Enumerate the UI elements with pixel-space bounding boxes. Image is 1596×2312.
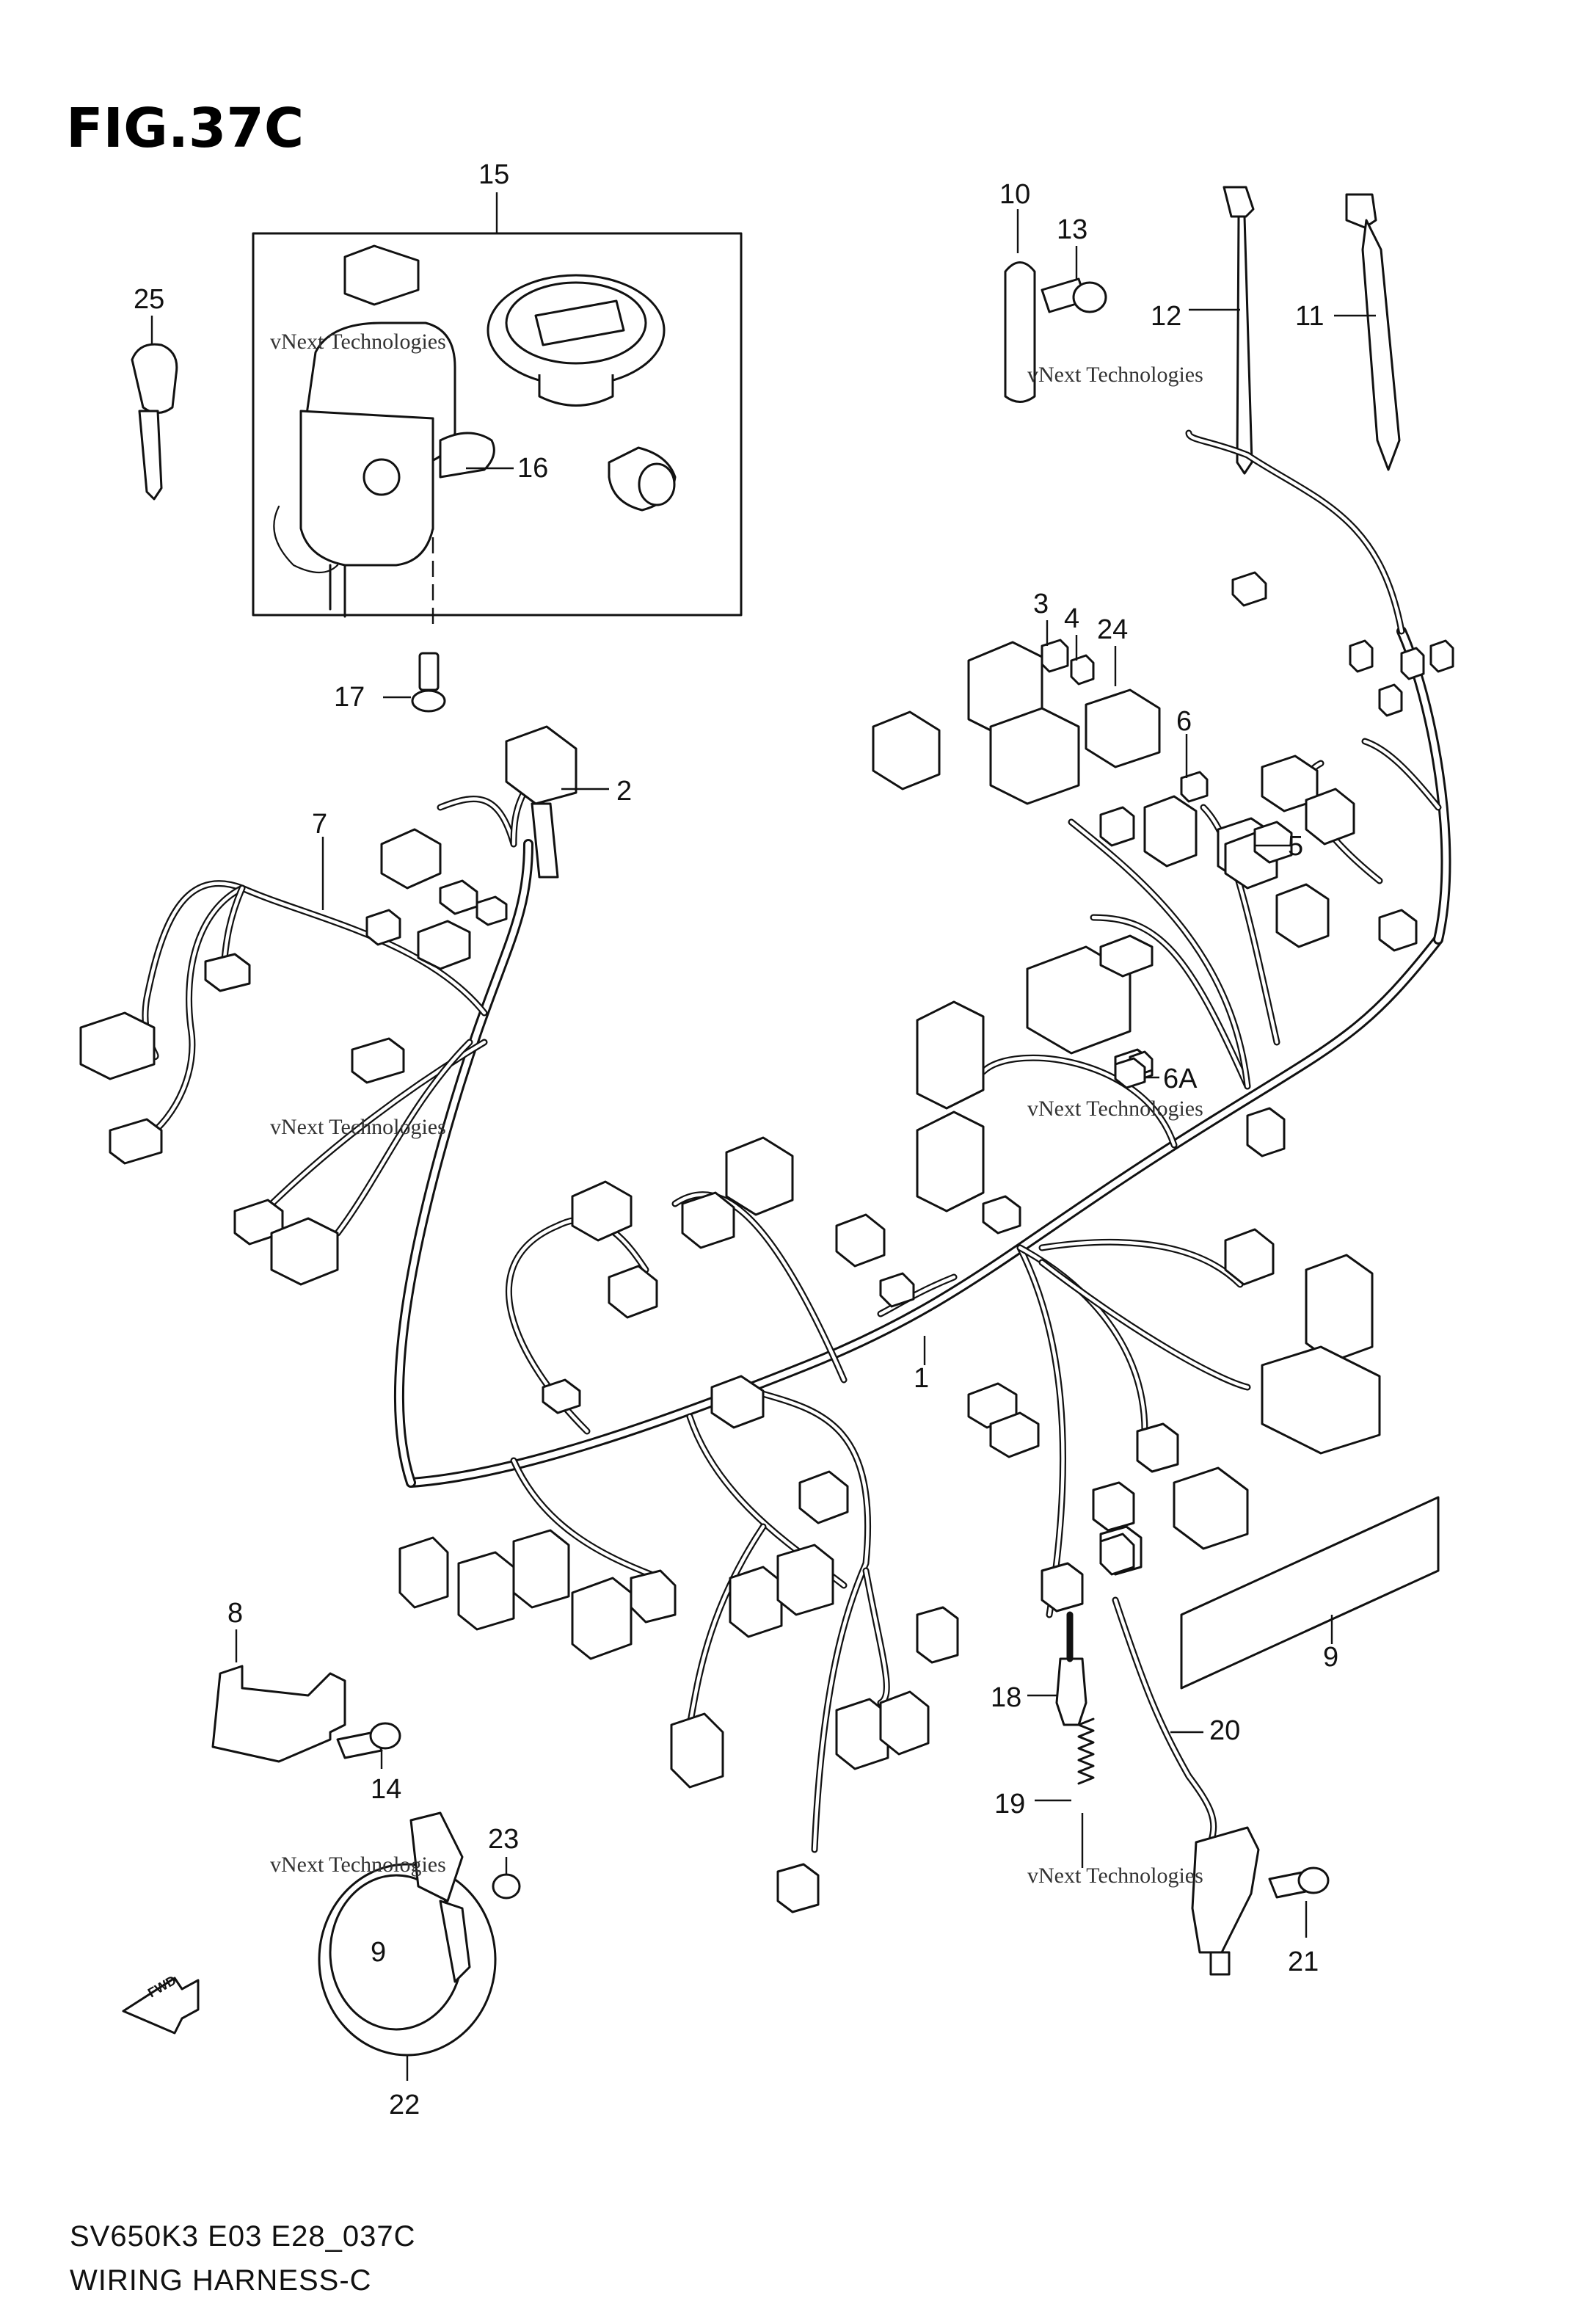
callout-6a: 6A <box>1163 1064 1198 1094</box>
watermark-small: vNext Technologies <box>270 1853 446 1877</box>
bolt-13 <box>1041 246 1107 313</box>
callout-3: 3 <box>1033 589 1049 619</box>
switch-18 <box>1027 1611 1087 1726</box>
callout-17: 17 <box>334 682 365 713</box>
callout-23: 23 <box>488 1824 519 1855</box>
callout-12: 12 <box>1151 301 1181 332</box>
model-code: SV650K3 E03 E28_037C <box>70 2220 415 2253</box>
bracket-8 <box>211 1629 346 1763</box>
callout-5: 5 <box>1288 831 1303 862</box>
callout-24: 24 <box>1097 614 1128 645</box>
callout-8: 8 <box>227 1598 243 1629</box>
label-plate-9 <box>1180 1496 1440 1690</box>
callout-11: 11 <box>1295 301 1324 332</box>
leader-lines <box>321 620 1291 1365</box>
callout-14: 14 <box>371 1774 401 1805</box>
callout-19: 19 <box>994 1789 1025 1820</box>
callout-numbers: 1 2 3 4 5 6 6A 7 8 9 10 11 12 13 14 15 1… <box>134 159 1338 2120</box>
watermark-small: vNext Technologies <box>270 330 446 354</box>
callout-4: 4 <box>1064 603 1079 634</box>
bolt-21 <box>1268 1866 1330 1938</box>
callout-10: 10 <box>999 179 1030 210</box>
cable-tie-11 <box>1334 193 1401 471</box>
callout-13: 13 <box>1057 214 1087 245</box>
screw-17 <box>383 652 446 713</box>
watermark-small: vNext Technologies <box>1027 1864 1203 1888</box>
watermark-small: vNext Technologies <box>270 1115 446 1139</box>
callout-18: 18 <box>991 1682 1021 1713</box>
figure-title: FIG.37C <box>66 97 304 160</box>
watermark-small: vNext Technologies <box>1027 1097 1203 1121</box>
screw-23 <box>492 1857 521 1900</box>
watermarks: vNext Technologies vNext Technologies vN… <box>270 330 1203 1888</box>
callout-16: 16 <box>517 453 548 484</box>
callout-6: 6 <box>1176 706 1192 737</box>
callout-15: 15 <box>478 159 509 190</box>
fwd-arrow: FWD <box>122 1973 200 2035</box>
watermark-small: vNext Technologies <box>1027 363 1203 387</box>
bolt-14 <box>336 1722 401 1769</box>
callout-21: 21 <box>1288 1946 1319 1977</box>
ignition-switch-set <box>252 192 743 631</box>
cable-tie-12 <box>1189 186 1255 475</box>
relay-6a <box>1114 1057 1159 1089</box>
ignition-key <box>131 316 178 501</box>
lead-wire-20 <box>1112 1596 1260 1976</box>
callout-22: 22 <box>389 2090 420 2120</box>
sub-harness-7 <box>142 782 532 1237</box>
svg-text:9: 9 <box>371 1937 386 1968</box>
callout-20: 20 <box>1209 1715 1240 1746</box>
clamp-10 <box>1004 209 1036 403</box>
spring-19 <box>1035 1717 1095 1868</box>
connectors <box>79 571 1454 1913</box>
callout-7: 7 <box>312 809 327 840</box>
horn-22: 9 <box>318 1811 497 2081</box>
diagram-caption: WIRING HARNESS-C <box>70 2264 372 2297</box>
callout-9: 9 <box>1323 1642 1338 1673</box>
callout-2: 2 <box>616 776 632 807</box>
callout-25: 25 <box>134 284 164 315</box>
callout-1: 1 <box>914 1363 929 1394</box>
